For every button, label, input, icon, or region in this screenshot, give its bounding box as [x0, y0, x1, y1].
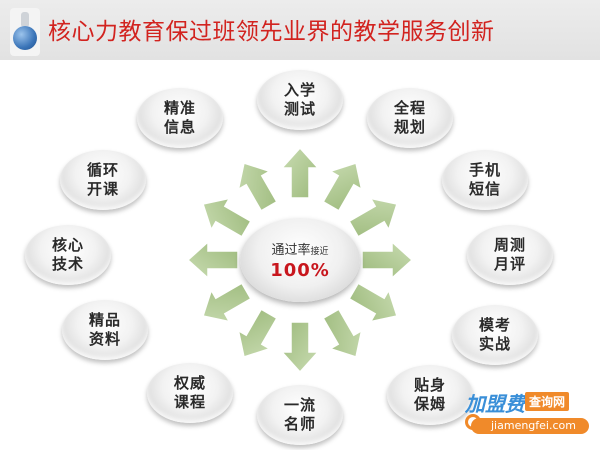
watermark-brand: 加盟费 [465, 392, 525, 416]
bubble-label: 精品 [88, 311, 121, 329]
bubble-label: 保姆 [413, 395, 446, 413]
pass-rate-qualifier: 接近 [310, 247, 329, 257]
header-banner: 核心力教育保过班领先业界的教学服务创新 [0, 0, 600, 60]
bubble-label: 名师 [283, 415, 316, 433]
center-pass-rate-badge: 通过率接近 100% [240, 218, 360, 302]
bubble-personal-nanny: 贴身保姆 [387, 365, 473, 425]
page-title: 核心力教育保过班领先业界的教学服务创新 [48, 19, 495, 45]
bubble-quality-materials: 精品资料 [62, 300, 148, 360]
bubble-full-planning: 全程规划 [367, 88, 453, 148]
bubble-label: 模考 [478, 316, 511, 334]
bubble-label: 月评 [493, 255, 526, 273]
bubble-mock-exam: 模考实战 [452, 305, 538, 365]
bubble-label: 实战 [478, 335, 511, 353]
watermark-tag: 查询网 [525, 392, 570, 411]
bubble-authoritative-course: 权威课程 [147, 363, 233, 423]
bubble-label: 精准 [163, 99, 196, 117]
bubble-label: 循环 [86, 161, 119, 179]
bubble-precise-info: 精准信息 [137, 88, 223, 148]
bubble-label: 短信 [468, 180, 501, 198]
globe-flask-logo-icon [10, 8, 40, 56]
bubble-cyclic-classes: 循环开课 [60, 150, 146, 210]
bubble-label: 资料 [88, 330, 121, 348]
bubble-label: 手机 [468, 161, 501, 179]
bubble-label: 贴身 [413, 376, 446, 394]
bubble-label: 课程 [173, 393, 206, 411]
bubble-label: 入学 [283, 81, 316, 99]
bubble-label: 周测 [493, 236, 526, 254]
bubble-entrance-test: 入学测试 [257, 70, 343, 130]
bubble-mobile-sms: 手机短信 [442, 150, 528, 210]
bubble-label: 核心 [51, 236, 84, 254]
bubble-label: 信息 [163, 118, 196, 136]
bubble-label: 权威 [173, 374, 206, 392]
bubble-label: 规划 [393, 118, 426, 136]
pass-rate-value: 100% [270, 260, 330, 281]
bubble-label: 一流 [283, 396, 316, 414]
bubble-label: 技术 [51, 255, 84, 273]
bubble-core-technology: 核心技术 [25, 225, 111, 285]
watermark-url: jiamengfei.com [471, 418, 589, 434]
bubble-label: 全程 [393, 99, 426, 117]
bubble-label: 开课 [86, 180, 119, 198]
bubble-label: 测试 [283, 100, 316, 118]
bubble-top-teachers: 一流名师 [257, 385, 343, 445]
pass-rate-label: 通过率 [271, 243, 311, 258]
bubble-weekly-monthly-test: 周测月评 [467, 225, 553, 285]
watermark: 加盟费 查询网 jiamengfei.com [465, 388, 600, 446]
